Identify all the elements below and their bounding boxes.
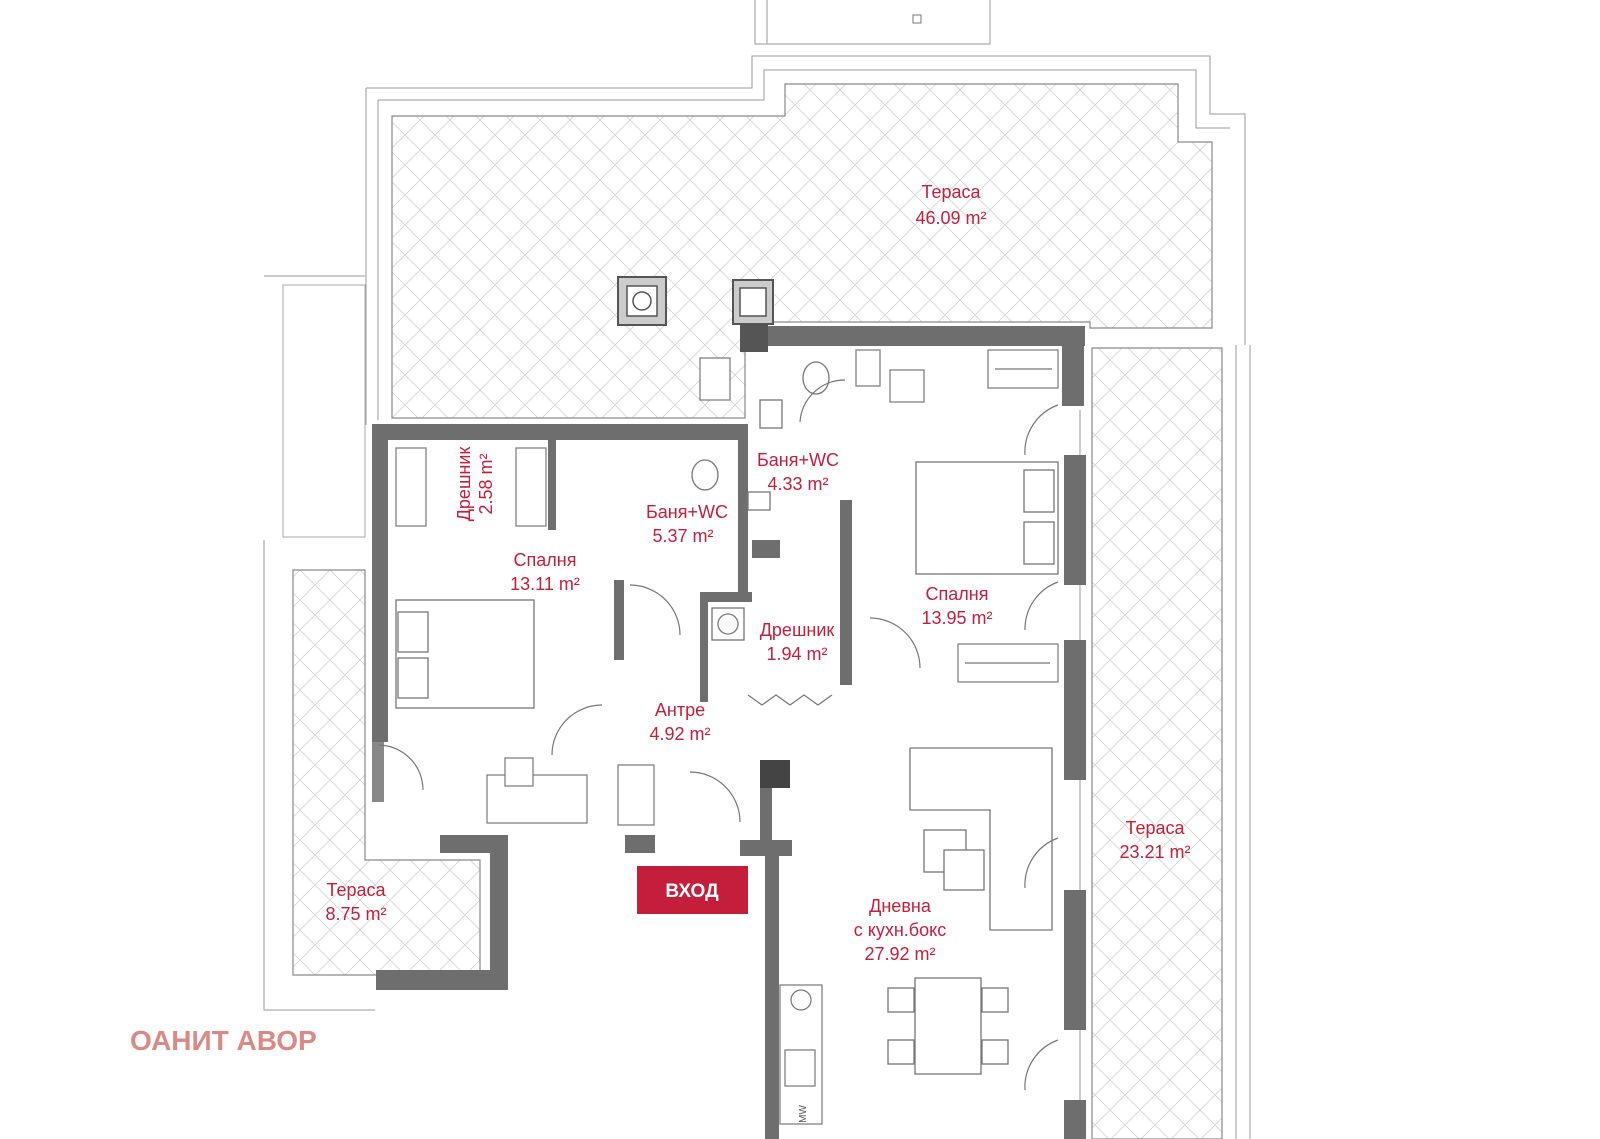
toilet-2: [759, 361, 830, 429]
desk-left: [486, 757, 588, 824]
closet1-area: 2.58 m²: [476, 453, 496, 514]
label-hall: Антре 4.92 m²: [649, 700, 710, 744]
terrace-top-area-text: 46.09 m²: [915, 208, 986, 228]
label-bedroom2: Спалня 13.95 m²: [921, 584, 992, 628]
bedroom2-name: Спалня: [926, 584, 989, 604]
terrace-right-area-text: 23.21 m²: [1119, 842, 1190, 862]
terrace-right-name: Тераса: [1125, 818, 1185, 838]
wardrobe-closet1: [395, 447, 547, 527]
terrace-top-area: [365, 55, 1246, 425]
watermark: ОАНИТ АВОР: [130, 1025, 317, 1056]
terrace-left-area: [263, 275, 481, 1011]
label-bath2: Баня+WC 4.33 m²: [757, 450, 839, 494]
bath1-name: Баня+WC: [646, 502, 728, 522]
bath2-name: Баня+WC: [757, 450, 839, 470]
hall-area: 4.92 m²: [649, 724, 710, 744]
terrace-drain: [699, 357, 731, 401]
living-subtitle: с кухн.бокс: [854, 920, 946, 940]
entry-label: ВХОД: [665, 881, 719, 902]
label-bath1: Баня+WC 5.37 m²: [646, 502, 728, 546]
chimney-2: [732, 279, 774, 325]
label-living: Дневна с кухн.бокс 27.92 m²: [854, 896, 946, 964]
wardrobe-right: [957, 643, 1059, 683]
chimney-1: [617, 276, 667, 326]
label-closet2: Дрешник 1.94 m²: [760, 620, 835, 664]
dining-table: [887, 977, 1009, 1075]
closet2-name: Дрешник: [760, 620, 835, 640]
terrace-top-name: Тераса: [921, 182, 981, 202]
hall-name: Антре: [655, 700, 705, 720]
bedroom1-area: 13.11 m²: [510, 574, 580, 594]
wardrobe-top: [855, 349, 1059, 403]
wardrobe-hall: [617, 764, 655, 826]
bedroom1-name: Спалня: [514, 550, 577, 570]
closet2-area: 1.94 m²: [766, 644, 827, 664]
bed-left: [395, 599, 535, 709]
kitchen-counter: [779, 984, 823, 1125]
label-terrace-right: Тераса 23.21 m²: [1119, 818, 1190, 862]
terrace-top-stub: [754, 0, 991, 45]
label-terrace-left: Тераса 8.75 m²: [325, 880, 386, 924]
washer: [711, 607, 745, 641]
sofa: [909, 747, 1053, 931]
label-terrace-top: Тераса 46.09 m²: [915, 182, 986, 228]
closet1-name: Дрешник: [454, 447, 474, 522]
terrace-right-area: [1079, 345, 1251, 1139]
folding-door: [747, 694, 833, 706]
label-closet1: Дрешник 2.58 m²: [454, 447, 496, 522]
door-swings: [377, 379, 1059, 1091]
bedroom2-area: 13.95 m²: [921, 608, 992, 628]
microwave-label: MW: [798, 1105, 809, 1123]
walls: [372, 280, 1086, 1139]
toilet-1: [691, 459, 771, 511]
terrace-left-name: Тераса: [326, 880, 386, 900]
entry-badge: ВХОД: [637, 866, 748, 914]
bath2-area: 4.33 m²: [767, 474, 828, 494]
bath1-area: 5.37 m²: [652, 526, 713, 546]
terrace-left-area-text: 8.75 m²: [325, 904, 386, 924]
label-bedroom1: Спалня 13.11 m²: [510, 550, 580, 594]
living-area: 27.92 m²: [864, 944, 935, 964]
living-name: Дневна: [869, 896, 932, 916]
bed-right: [915, 461, 1059, 575]
